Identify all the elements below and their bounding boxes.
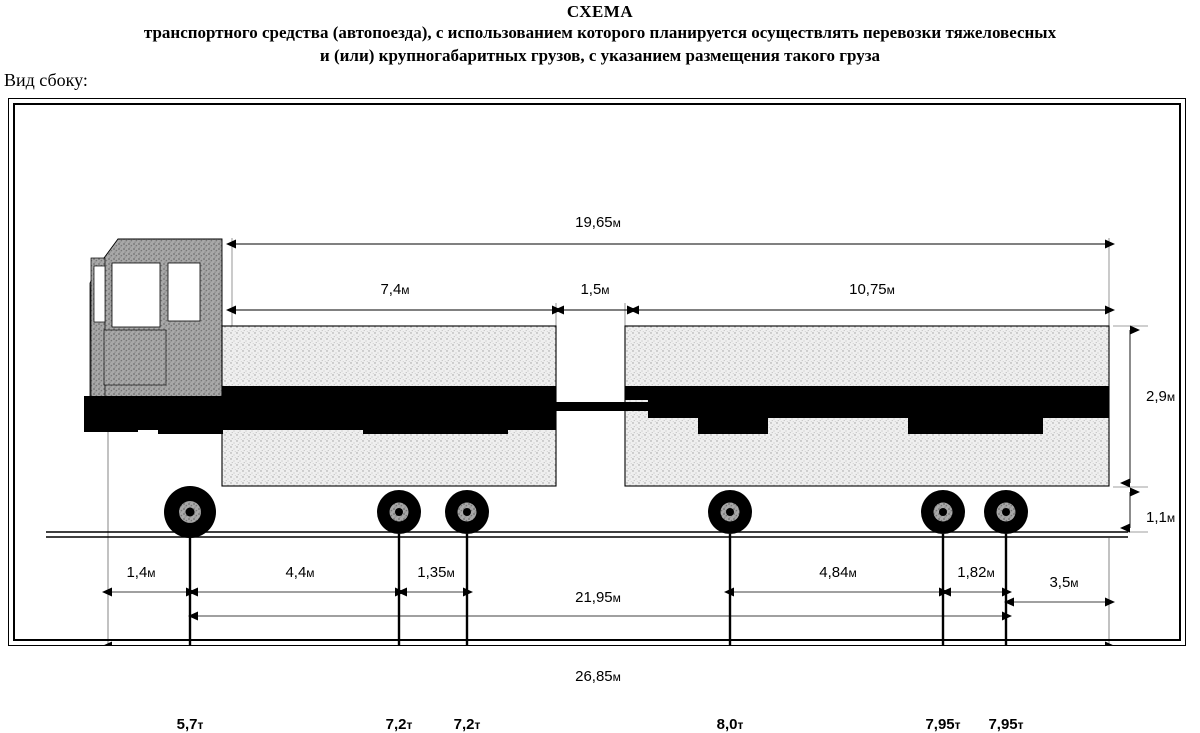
overhang-witness-lines [107,428,1110,646]
dim-label-trailer-body-length: 10,75м [849,281,895,298]
view-label: Вид сбоку: [4,70,88,90]
dim-label-truck-body-length: 7,4м [380,281,410,298]
axle-load-label-axle-4: 8,0т [716,716,744,733]
bottom-witness-ticks [189,538,1007,646]
dim-label-gap-length: 1,5м [580,281,610,298]
dim-label-axle-spacing-rear-truck: 1,35м [417,564,455,581]
document-header: СХЕМА транспортного средства (автопоезда… [0,0,1200,67]
dim-label-front-overhang: 1,4м [126,564,156,581]
page-title: СХЕМА [566,2,634,21]
dim-label-overall-length-top: 19,65м [575,214,621,231]
dim-label-cargo-height: 2,9м [1146,388,1176,405]
dim-label-rear-overhang: 3,5м [1049,574,1079,591]
axle-load-label-axle-5: 7,95т [925,716,961,733]
drawbar [528,402,648,411]
dim-label-axles-span: 21,95м [575,589,621,606]
drawing-frame-inner-border [13,103,1181,641]
wheel-axle-6 [984,490,1028,534]
wheel-axle-1 [164,486,216,538]
axle-load-label-axle-2: 7,2т [385,716,413,733]
page-subtitle-line-2: и (или) крупногабаритных грузов, с указа… [319,46,881,65]
wheel-axle-2 [377,490,421,534]
wheel-axle-3 [445,490,489,534]
trailer-chassis [648,396,1109,418]
ground-line [46,531,1128,538]
schematic-svg [46,238,1148,646]
vehicle-schematic-canvas [8,98,1186,646]
axle-load-label-axle-1: 5,7т [176,716,204,733]
vehicle-body [84,238,1110,487]
wheels [164,486,1028,538]
page-subtitle-line-1: транспортного средства (автопоезда), с и… [143,23,1057,42]
top-dimension-lines [226,239,1115,315]
wheel-axle-5 [921,490,965,534]
axle-load-label-axle-3: 7,2т [453,716,481,733]
dim-label-platform-height: 1,1м [1146,509,1176,526]
bottom-dimension-lines [102,587,1115,646]
axle-load-label-axle-6: 7,95т [988,716,1024,733]
dim-label-trailer-wheelbase: 4,84м [819,564,857,581]
wheel-axle-4 [708,490,752,534]
dim-label-axle-spacing-rear-trailer: 1,82м [957,564,995,581]
dim-label-wheelbase-1: 4,4м [285,564,315,581]
dim-label-overall-length-bottom: 26,85м [575,668,621,685]
